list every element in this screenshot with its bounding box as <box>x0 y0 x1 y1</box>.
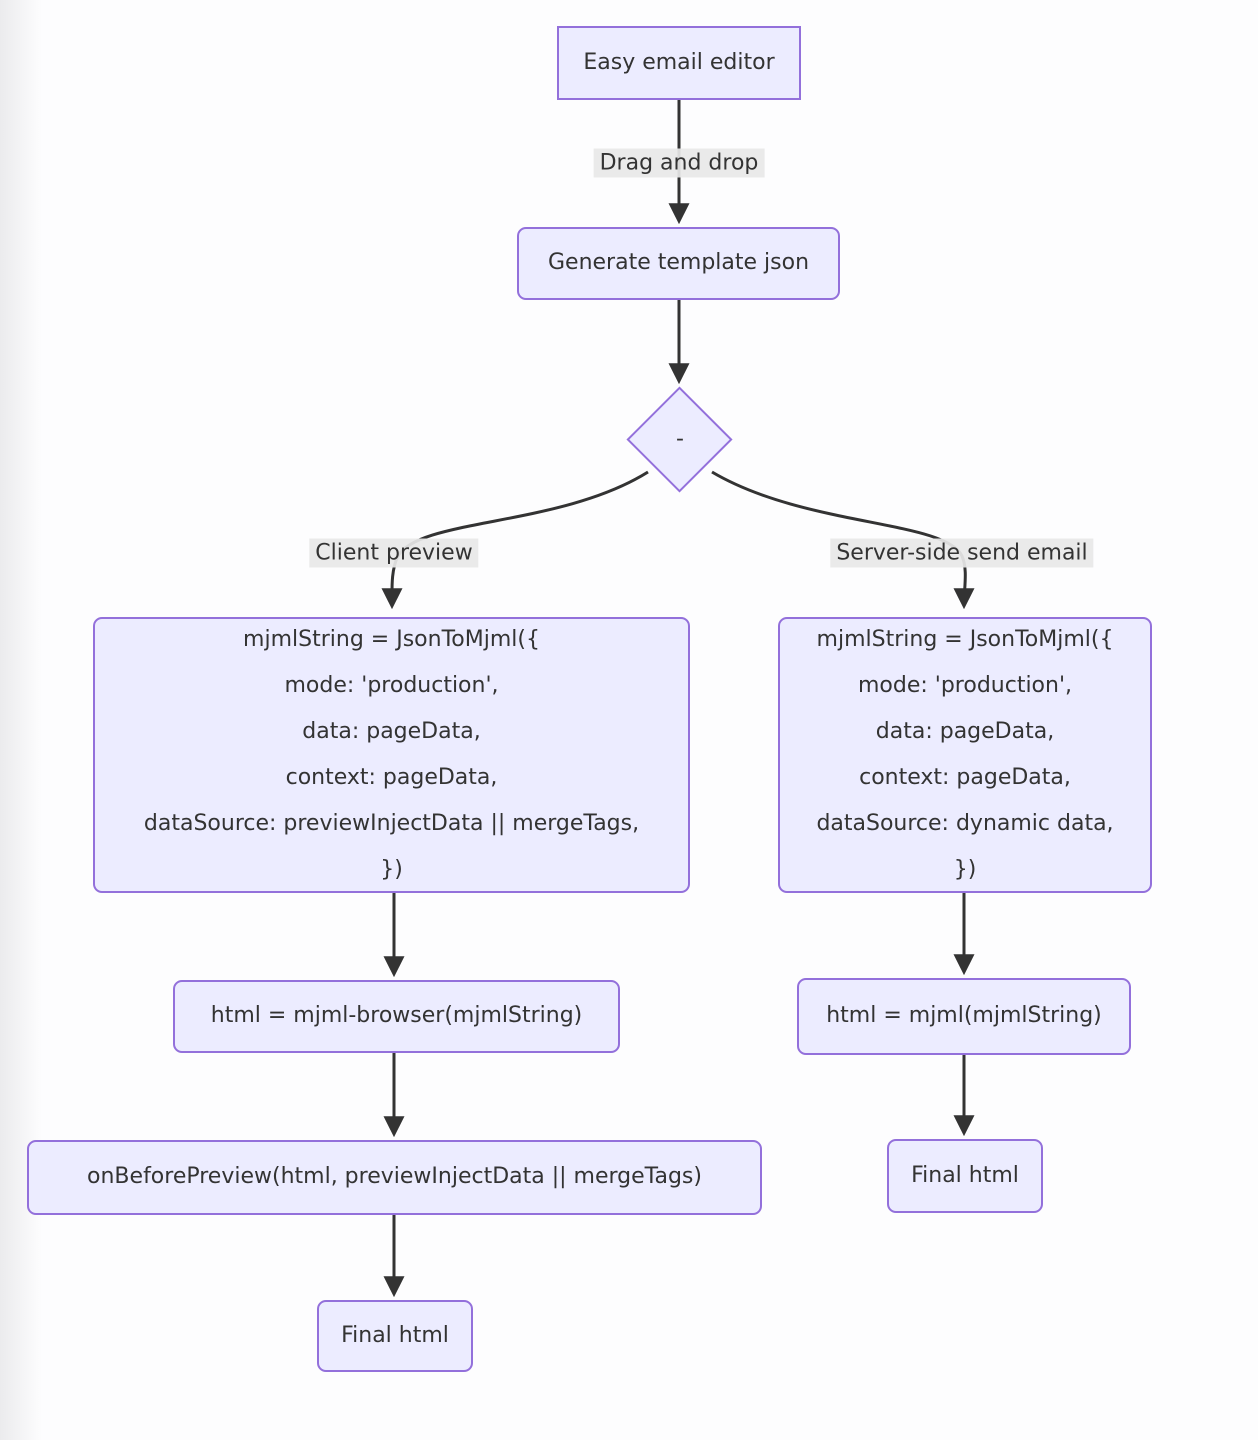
code-line: mjmlString = JsonToMjml({ <box>243 627 540 652</box>
edge-label-drag-and-drop: Drag and drop <box>593 148 765 178</box>
code-line: data: pageData, <box>302 719 481 744</box>
code-line: }) <box>380 857 403 882</box>
node-label: Generate template json <box>547 250 810 276</box>
edge-label-client-preview: Client preview <box>309 538 479 568</box>
node-final-html-client: Final html <box>317 1300 473 1372</box>
node-mjml-server: html = mjml(mjmlString) <box>797 978 1131 1055</box>
node-label: html = mjml(mjmlString) <box>826 1003 1102 1029</box>
code-line: dataSource: dynamic data, <box>816 811 1114 836</box>
code-line: context: pageData, <box>859 765 1071 790</box>
node-mjml-browser: html = mjml-browser(mjmlString) <box>173 980 620 1053</box>
node-final-html-server: Final html <box>887 1139 1043 1213</box>
node-client-jsontomjml: mjmlString = JsonToMjml({ mode: 'product… <box>93 617 690 893</box>
node-server-jsontomjml: mjmlString = JsonToMjml({ mode: 'product… <box>778 617 1152 893</box>
node-easy-email-editor: Easy email editor <box>557 26 801 100</box>
node-label: Final html <box>911 1162 1019 1188</box>
code-line: dataSource: previewInjectData || mergeTa… <box>143 811 640 836</box>
code-line: data: pageData, <box>875 719 1055 744</box>
code-line: mjmlString = JsonToMjml({ <box>816 627 1114 652</box>
edge-decision-to-client <box>381 470 649 610</box>
code-line: context: pageData, <box>285 765 498 790</box>
node-on-before-preview: onBeforePreview(html, previewInjectData … <box>27 1140 762 1215</box>
edge-label-server-side-send-email: Server-side send email <box>830 538 1094 568</box>
node-generate-template-json: Generate template json <box>517 227 840 300</box>
node-label: Easy email editor <box>583 49 775 75</box>
node-label: html = mjml-browser(mjmlString) <box>210 1003 583 1029</box>
node-label: Final html <box>341 1322 449 1348</box>
node-label: onBeforePreview(html, previewInjectData … <box>87 1164 702 1190</box>
edge-decision-to-server <box>711 470 975 610</box>
code-line: mode: 'production', <box>857 673 1073 698</box>
decision-label: - <box>676 426 684 452</box>
code-line: }) <box>953 857 977 882</box>
code-line: mode: 'production', <box>284 673 499 698</box>
